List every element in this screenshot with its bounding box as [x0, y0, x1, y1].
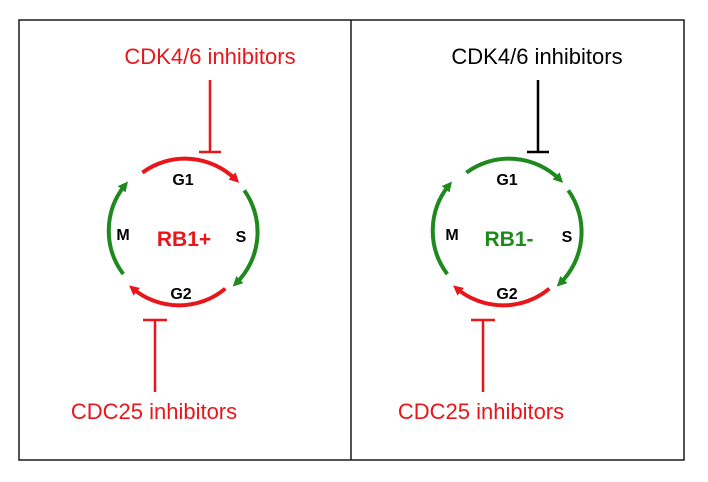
arc-m-green [430, 181, 452, 276]
top-inhibition-bar [199, 80, 221, 154]
arc-g2-red [453, 285, 551, 308]
arc-g2-red [129, 285, 227, 308]
rb1-status-label: RB1+ [157, 228, 211, 251]
cell-cycle-arcs [106, 156, 260, 308]
top-inhibition-bar [527, 80, 549, 154]
phase-s: S [236, 229, 247, 246]
phase-g1: G1 [172, 172, 193, 189]
phase-m: M [116, 227, 129, 244]
arc-m-green [106, 181, 128, 276]
panel-left: CDK4/6 inhibitors G1 S G2 M RB1+ CDC25 i… [71, 44, 296, 424]
arc-g1-green [465, 156, 564, 183]
panel-right: CDK4/6 inhibitors G1 S G2 M RB1- CDC25 i… [398, 44, 623, 424]
bottom-inhibitor-label: CDC25 inhibitors [71, 399, 237, 424]
arc-g1-red [141, 156, 240, 183]
top-inhibitor-label: CDK4/6 inhibitors [451, 44, 622, 69]
arc-s-green [556, 189, 584, 287]
cell-cycle-arcs [430, 156, 584, 308]
phase-s: S [562, 229, 573, 246]
rb1-status-label: RB1- [484, 228, 533, 251]
bottom-inhibition-bar [143, 318, 167, 392]
phase-g2: G2 [170, 286, 191, 303]
phase-g2: G2 [496, 286, 517, 303]
arc-s-green [232, 189, 260, 287]
top-inhibitor-label: CDK4/6 inhibitors [124, 44, 295, 69]
phase-m: M [445, 227, 458, 244]
phase-g1: G1 [496, 172, 517, 189]
bottom-inhibition-bar [471, 318, 495, 392]
bottom-inhibitor-label: CDC25 inhibitors [398, 399, 564, 424]
